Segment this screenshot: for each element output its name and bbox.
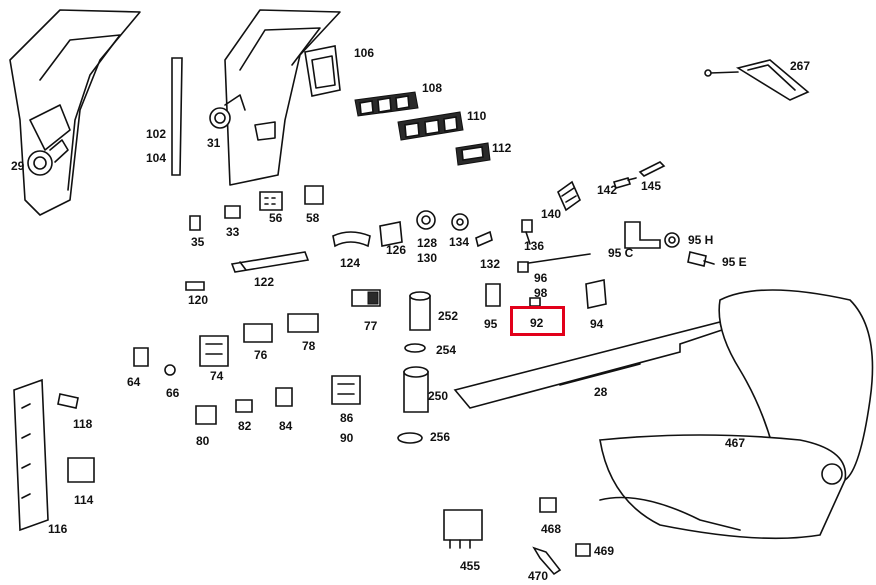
label-140: 140	[541, 207, 562, 221]
small-parts-row1-drawing	[189, 185, 533, 248]
seat-467-drawing	[599, 289, 874, 540]
label-33: 33	[226, 225, 240, 239]
label-122: 122	[254, 275, 275, 289]
label-256: 256	[430, 430, 451, 444]
label-95: 95	[484, 317, 498, 331]
left-bottom-parts-drawing	[13, 378, 95, 532]
label-95c: 95 C	[608, 246, 634, 260]
parts-77-252-drawing	[351, 289, 431, 331]
connectors-74-78-drawing	[199, 313, 319, 367]
cable-tie-96-drawing	[517, 253, 591, 273]
label-128: 128	[417, 236, 438, 250]
lamp-267-drawing	[704, 59, 810, 101]
label-469: 469	[594, 544, 615, 558]
label-104: 104	[146, 151, 167, 165]
label-96: 96	[534, 271, 548, 285]
label-80: 80	[196, 434, 210, 448]
rod-drawing	[171, 57, 183, 176]
parts-95-drawing	[624, 221, 715, 267]
label-84: 84	[279, 419, 293, 433]
label-95h: 95 H	[688, 233, 714, 247]
label-102: 102	[146, 127, 167, 141]
label-29: 29	[11, 159, 25, 173]
label-28: 28	[594, 385, 608, 399]
label-118: 118	[73, 417, 93, 431]
label-86: 86	[340, 411, 354, 425]
clip-140-drawing	[557, 180, 581, 212]
label-136: 136	[524, 239, 545, 253]
label-114: 114	[74, 493, 94, 507]
screws-142-145-drawing	[612, 161, 666, 189]
socket-250-drawing	[397, 343, 429, 444]
strap-122-drawing	[230, 251, 310, 273]
label-468: 468	[541, 522, 562, 536]
label-142: 142	[597, 183, 618, 197]
label-76: 76	[254, 348, 268, 362]
label-64: 64	[127, 375, 141, 389]
label-74: 74	[210, 369, 224, 383]
label-108: 108	[422, 81, 443, 95]
label-58: 58	[306, 211, 320, 225]
label-56: 56	[269, 211, 283, 225]
label-134: 134	[449, 235, 470, 249]
label-252: 252	[438, 309, 459, 323]
label-467: 467	[725, 436, 746, 450]
label-77: 77	[364, 319, 378, 333]
switch-106-drawing	[304, 45, 341, 97]
label-98: 98	[534, 286, 548, 300]
label-126: 126	[386, 243, 407, 257]
label-110: 110	[467, 109, 487, 123]
label-106: 106	[354, 46, 375, 60]
label-66: 66	[166, 386, 180, 400]
parts-80-90-drawing	[195, 375, 361, 425]
label-124: 124	[340, 256, 361, 270]
label-254: 254	[436, 343, 457, 357]
parts-95-92-94-drawing	[485, 279, 607, 309]
label-120: 120	[188, 293, 209, 307]
switch-panels-drawing	[354, 91, 491, 166]
label-470: 470	[528, 569, 549, 583]
label-92: 92	[530, 316, 544, 330]
label-130: 130	[417, 251, 438, 265]
door-left-drawing	[9, 9, 141, 216]
parts-64-66-drawing	[133, 347, 176, 376]
label-132: 132	[480, 257, 501, 271]
label-95e: 95 E	[722, 255, 747, 269]
label-267: 267	[790, 59, 811, 73]
door-right-drawing	[209, 9, 341, 186]
label-116: 116	[48, 522, 68, 536]
rail-28-drawing	[453, 321, 723, 409]
label-94: 94	[590, 317, 604, 331]
label-82: 82	[238, 419, 252, 433]
bottom-parts-drawing	[443, 497, 591, 576]
label-35: 35	[191, 235, 205, 249]
highlight-box-92	[510, 306, 565, 336]
label-78: 78	[302, 339, 316, 353]
label-455: 455	[460, 559, 481, 573]
label-145: 145	[641, 179, 662, 193]
part-120-drawing	[185, 281, 205, 291]
label-90: 90	[340, 431, 354, 445]
label-112: 112	[492, 141, 512, 155]
label-250: 250	[428, 389, 449, 403]
label-31: 31	[207, 136, 221, 150]
